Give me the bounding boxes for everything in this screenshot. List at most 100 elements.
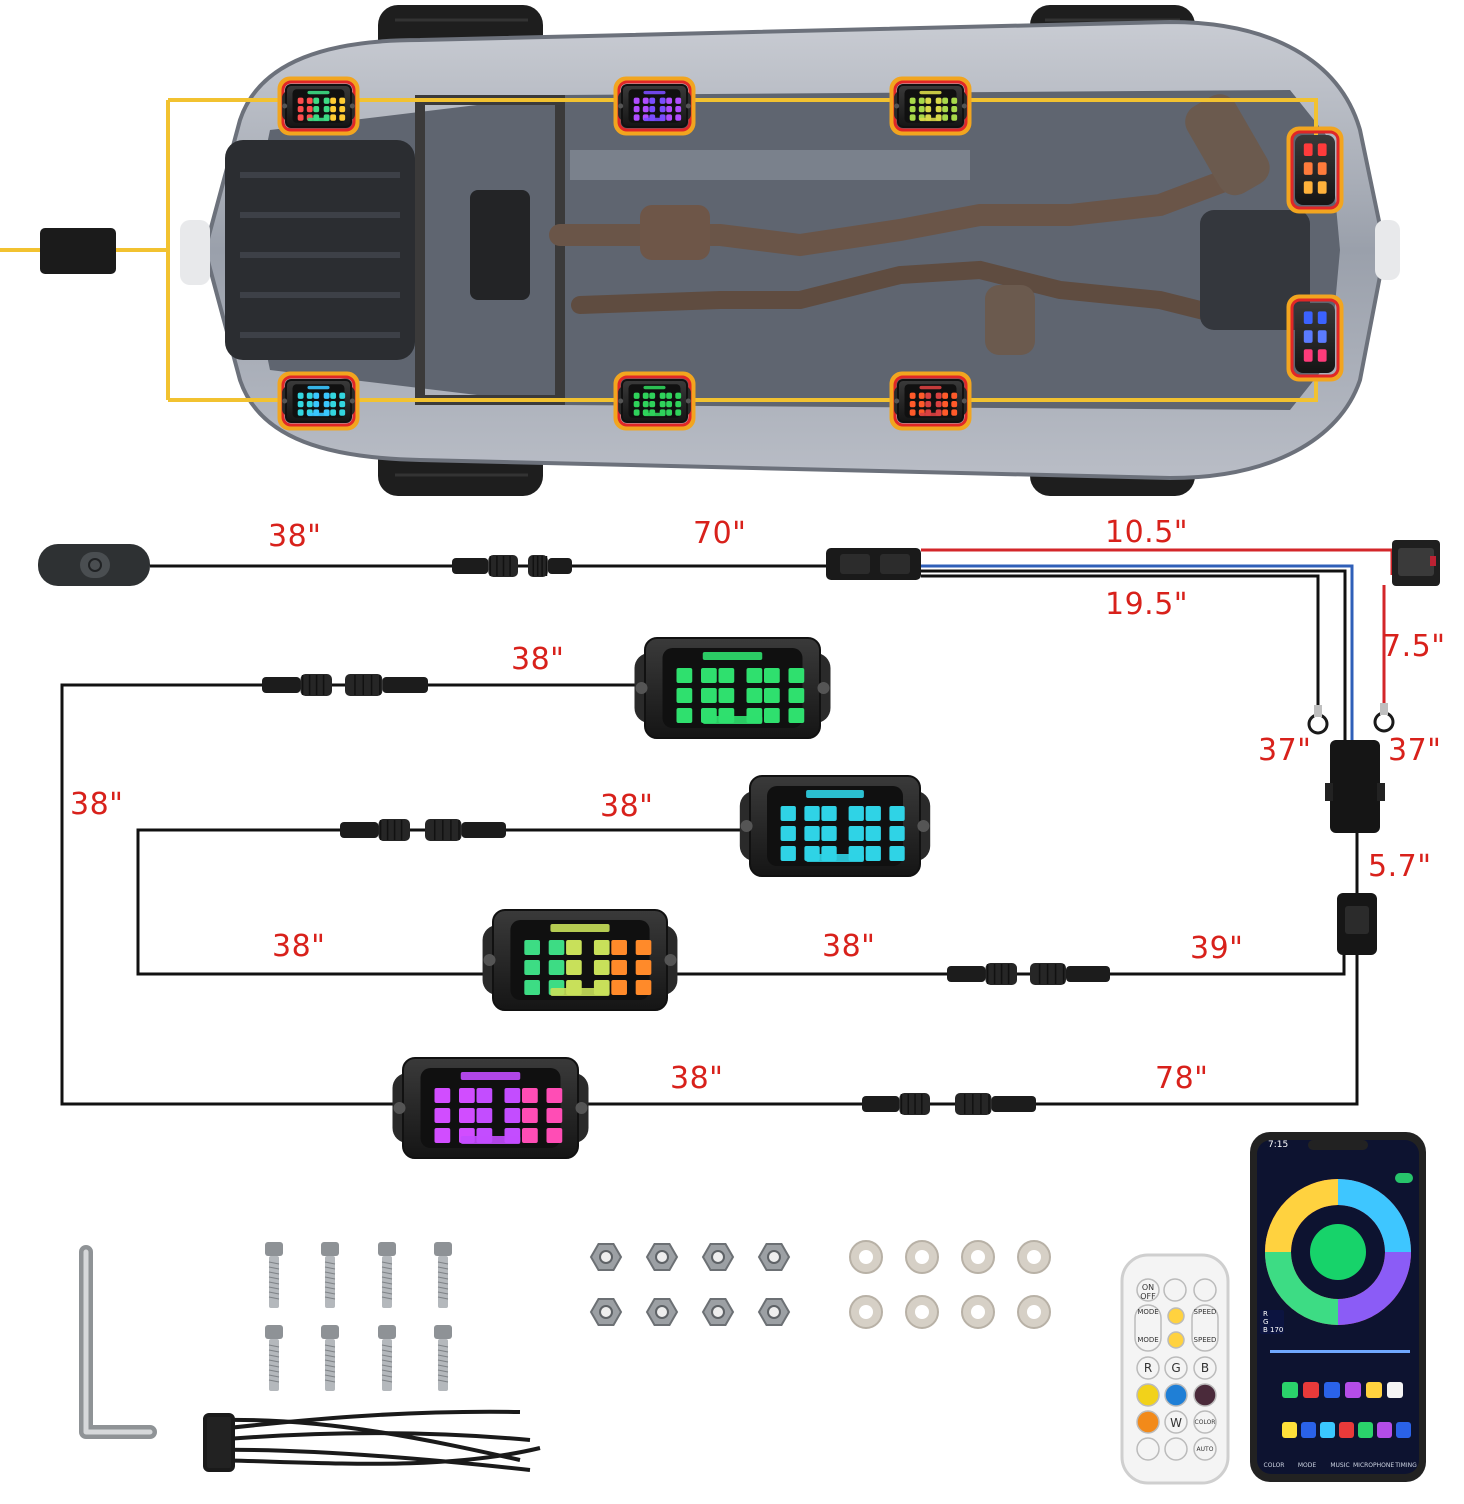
color-swatch — [1324, 1382, 1340, 1398]
right-mirror — [1375, 220, 1400, 280]
color-swatch — [1366, 1382, 1382, 1398]
connector-plug-icon — [1030, 963, 1110, 985]
led-pods — [392, 637, 931, 1159]
bolt-icon — [321, 1325, 339, 1391]
remote-mode-down-label: MODE — [1137, 1336, 1159, 1344]
label-pod2-cable: 38" — [600, 789, 654, 824]
led-pod-purple — [392, 1057, 589, 1159]
washer-icon — [905, 1295, 939, 1329]
label-branch-b: 78" — [1155, 1061, 1209, 1096]
connector-plug-icon — [947, 963, 1017, 985]
label-branch-a: 39" — [1190, 931, 1244, 966]
remote-on-off-button — [1136, 1278, 1160, 1302]
y-splitter-icon — [826, 548, 921, 580]
bolt-icon — [321, 1242, 339, 1308]
car-underbody-icon — [180, 5, 1400, 496]
hex-nuts — [589, 1243, 791, 1326]
remote-blue-button — [1164, 1383, 1188, 1407]
color-swatch — [1387, 1382, 1403, 1398]
bolt-icon — [378, 1242, 396, 1308]
remote-orange-button — [1136, 1410, 1160, 1434]
remote-b-label: B — [1200, 1361, 1210, 1375]
phone-tab-microphone[interactable]: MICROPHONE — [1353, 1462, 1395, 1469]
transmission — [470, 190, 530, 300]
washer-icon — [961, 1240, 995, 1274]
label-controller-lead: 5.7" — [1368, 849, 1432, 884]
remote-w-button — [1164, 1410, 1188, 1434]
power-ring-terminal-icon — [1373, 711, 1395, 733]
hex-nut-icon — [757, 1298, 791, 1326]
muffler — [1185, 94, 1270, 196]
label-loop-left: 38" — [70, 787, 124, 822]
phone-r-value: R — [1263, 1310, 1268, 1318]
color-swatch — [1282, 1382, 1298, 1398]
remote-r-button — [1136, 1356, 1160, 1380]
color-swatch — [1358, 1422, 1373, 1438]
car-pods — [277, 76, 1344, 431]
hex-nut-icon — [757, 1243, 791, 1271]
resonator — [985, 285, 1035, 355]
label-fuse-lead: 7.5" — [1382, 629, 1446, 664]
wires — [60, 564, 1359, 1106]
rocker-switch-icon — [38, 544, 150, 586]
remote-w-label: W — [1170, 1416, 1182, 1430]
color-swatch — [1320, 1422, 1335, 1438]
color-swatch — [1345, 1382, 1361, 1398]
label-ground-ring: 37" — [1258, 733, 1312, 768]
remote-g-button — [1164, 1356, 1188, 1380]
phone-tab-timing[interactable]: TIMING — [1395, 1462, 1417, 1469]
remote-r-label: R — [1143, 1361, 1153, 1375]
remote-color-button — [1193, 1410, 1217, 1434]
label-power-ring: 37" — [1388, 733, 1442, 768]
washer-icon — [849, 1240, 883, 1274]
car-pod-rear-corner-left — [1295, 135, 1335, 205]
washer-icon — [961, 1295, 995, 1329]
remote-yellow-button — [1136, 1383, 1160, 1407]
bolts — [265, 1242, 452, 1391]
phone-tab-music[interactable]: MUSIC — [1330, 1462, 1350, 1469]
color-swatch — [1282, 1422, 1297, 1438]
hex-nut-icon — [589, 1298, 623, 1326]
remote-g-label: G — [1171, 1361, 1181, 1375]
car-pod-mid-right — [618, 379, 691, 423]
phone-b-value: B 170 — [1263, 1326, 1284, 1334]
connector-plug-icon — [862, 1093, 930, 1115]
remote-speed-down-label: SPEED — [1193, 1336, 1217, 1344]
fuse-holder-icon — [1392, 540, 1440, 586]
hex-nut-icon — [589, 1243, 623, 1271]
bolt-icon — [265, 1325, 283, 1391]
bolt-icon — [434, 1242, 452, 1308]
color-preview — [1310, 1224, 1366, 1280]
phone-tab-mode[interactable]: MODE — [1297, 1462, 1317, 1469]
controller-box-icon — [1325, 740, 1385, 833]
car-pod-rear-left — [894, 84, 967, 128]
led-pod-cyan — [739, 775, 931, 877]
remote-pause-button — [1136, 1437, 1160, 1461]
car-pod-front-left — [282, 84, 355, 128]
connector-plug-icon — [452, 555, 518, 577]
connector-plug-icon — [955, 1093, 1036, 1115]
connector-plug-icon — [345, 674, 428, 696]
hex-nut-icon — [701, 1298, 735, 1326]
washers — [849, 1240, 1051, 1329]
label-red-power: 10.5" — [1105, 515, 1189, 550]
phone-tab-color[interactable]: COLOR — [1263, 1462, 1285, 1469]
catalytic-converter — [640, 205, 710, 260]
connectors — [262, 555, 1110, 1115]
car-pod-front-right — [282, 379, 355, 423]
label-switch-cable: 38" — [268, 519, 322, 554]
washer-icon — [1017, 1240, 1051, 1274]
label-pod3-left: 38" — [272, 929, 326, 964]
remote-auto-label: AUTO — [1196, 1446, 1214, 1453]
color-swatch — [1396, 1422, 1411, 1438]
car-pod-rear-right — [894, 379, 967, 423]
washer-icon — [905, 1240, 939, 1274]
remote-music2-button — [1164, 1437, 1188, 1461]
connector-plug-icon — [262, 674, 332, 696]
remote-dark-button — [1193, 1383, 1217, 1407]
remote-speed-up-label: SPEED — [1193, 1308, 1217, 1316]
bolt-icon — [434, 1325, 452, 1391]
led-pod-green — [634, 637, 831, 739]
